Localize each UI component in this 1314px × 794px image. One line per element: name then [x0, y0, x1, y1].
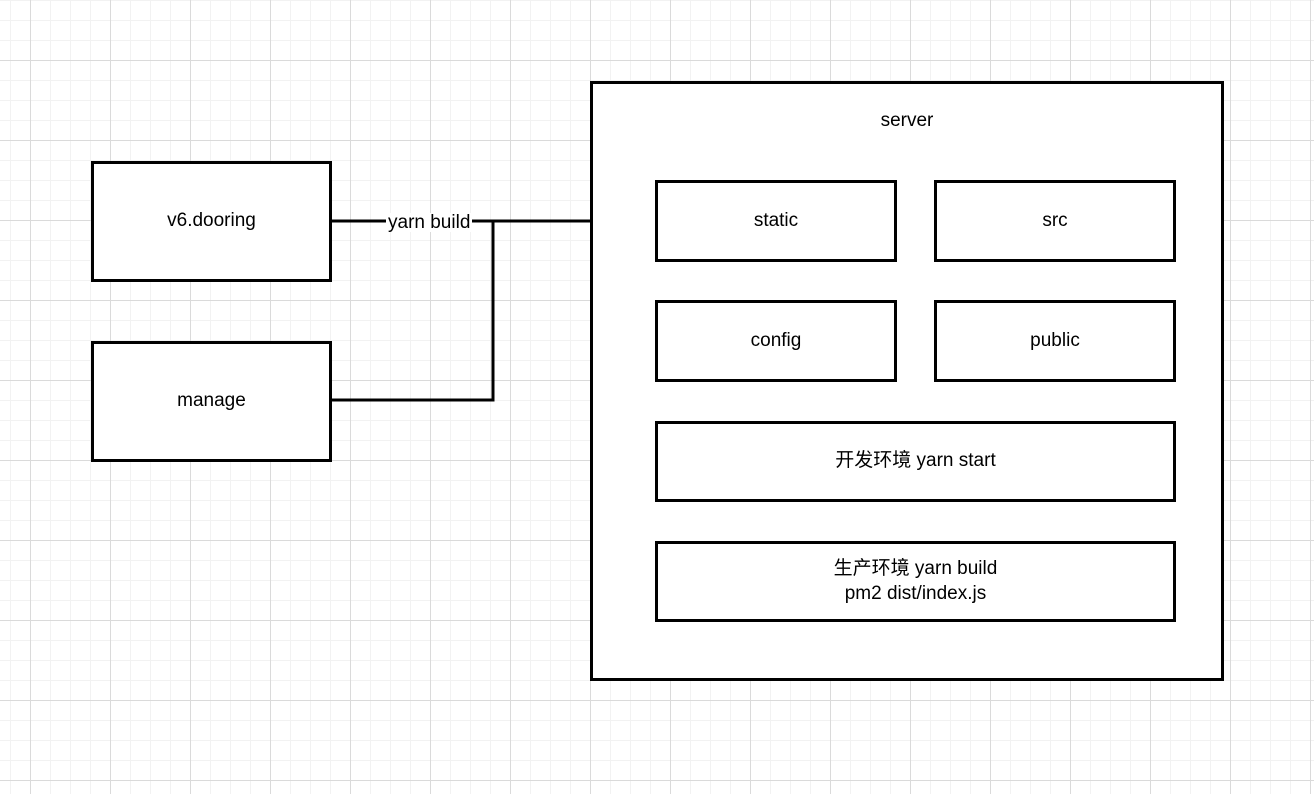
node-prod-environment-command[interactable]: 生产环境 yarn build pm2 dist/index.js — [655, 541, 1176, 622]
server-title-label: server — [880, 110, 934, 131]
node-manage[interactable]: manage — [91, 341, 332, 462]
node-src[interactable]: src — [934, 180, 1176, 262]
node-v6-dooring[interactable]: v6.dooring — [91, 161, 332, 282]
edge-manage-to-junction — [332, 221, 495, 402]
edge-label-yarn-build: yarn build — [386, 212, 473, 233]
node-config[interactable]: config — [655, 300, 897, 382]
node-dev-environment-command[interactable]: 开发环境 yarn start — [655, 421, 1176, 502]
node-public[interactable]: public — [934, 300, 1176, 382]
node-static[interactable]: static — [655, 180, 897, 262]
